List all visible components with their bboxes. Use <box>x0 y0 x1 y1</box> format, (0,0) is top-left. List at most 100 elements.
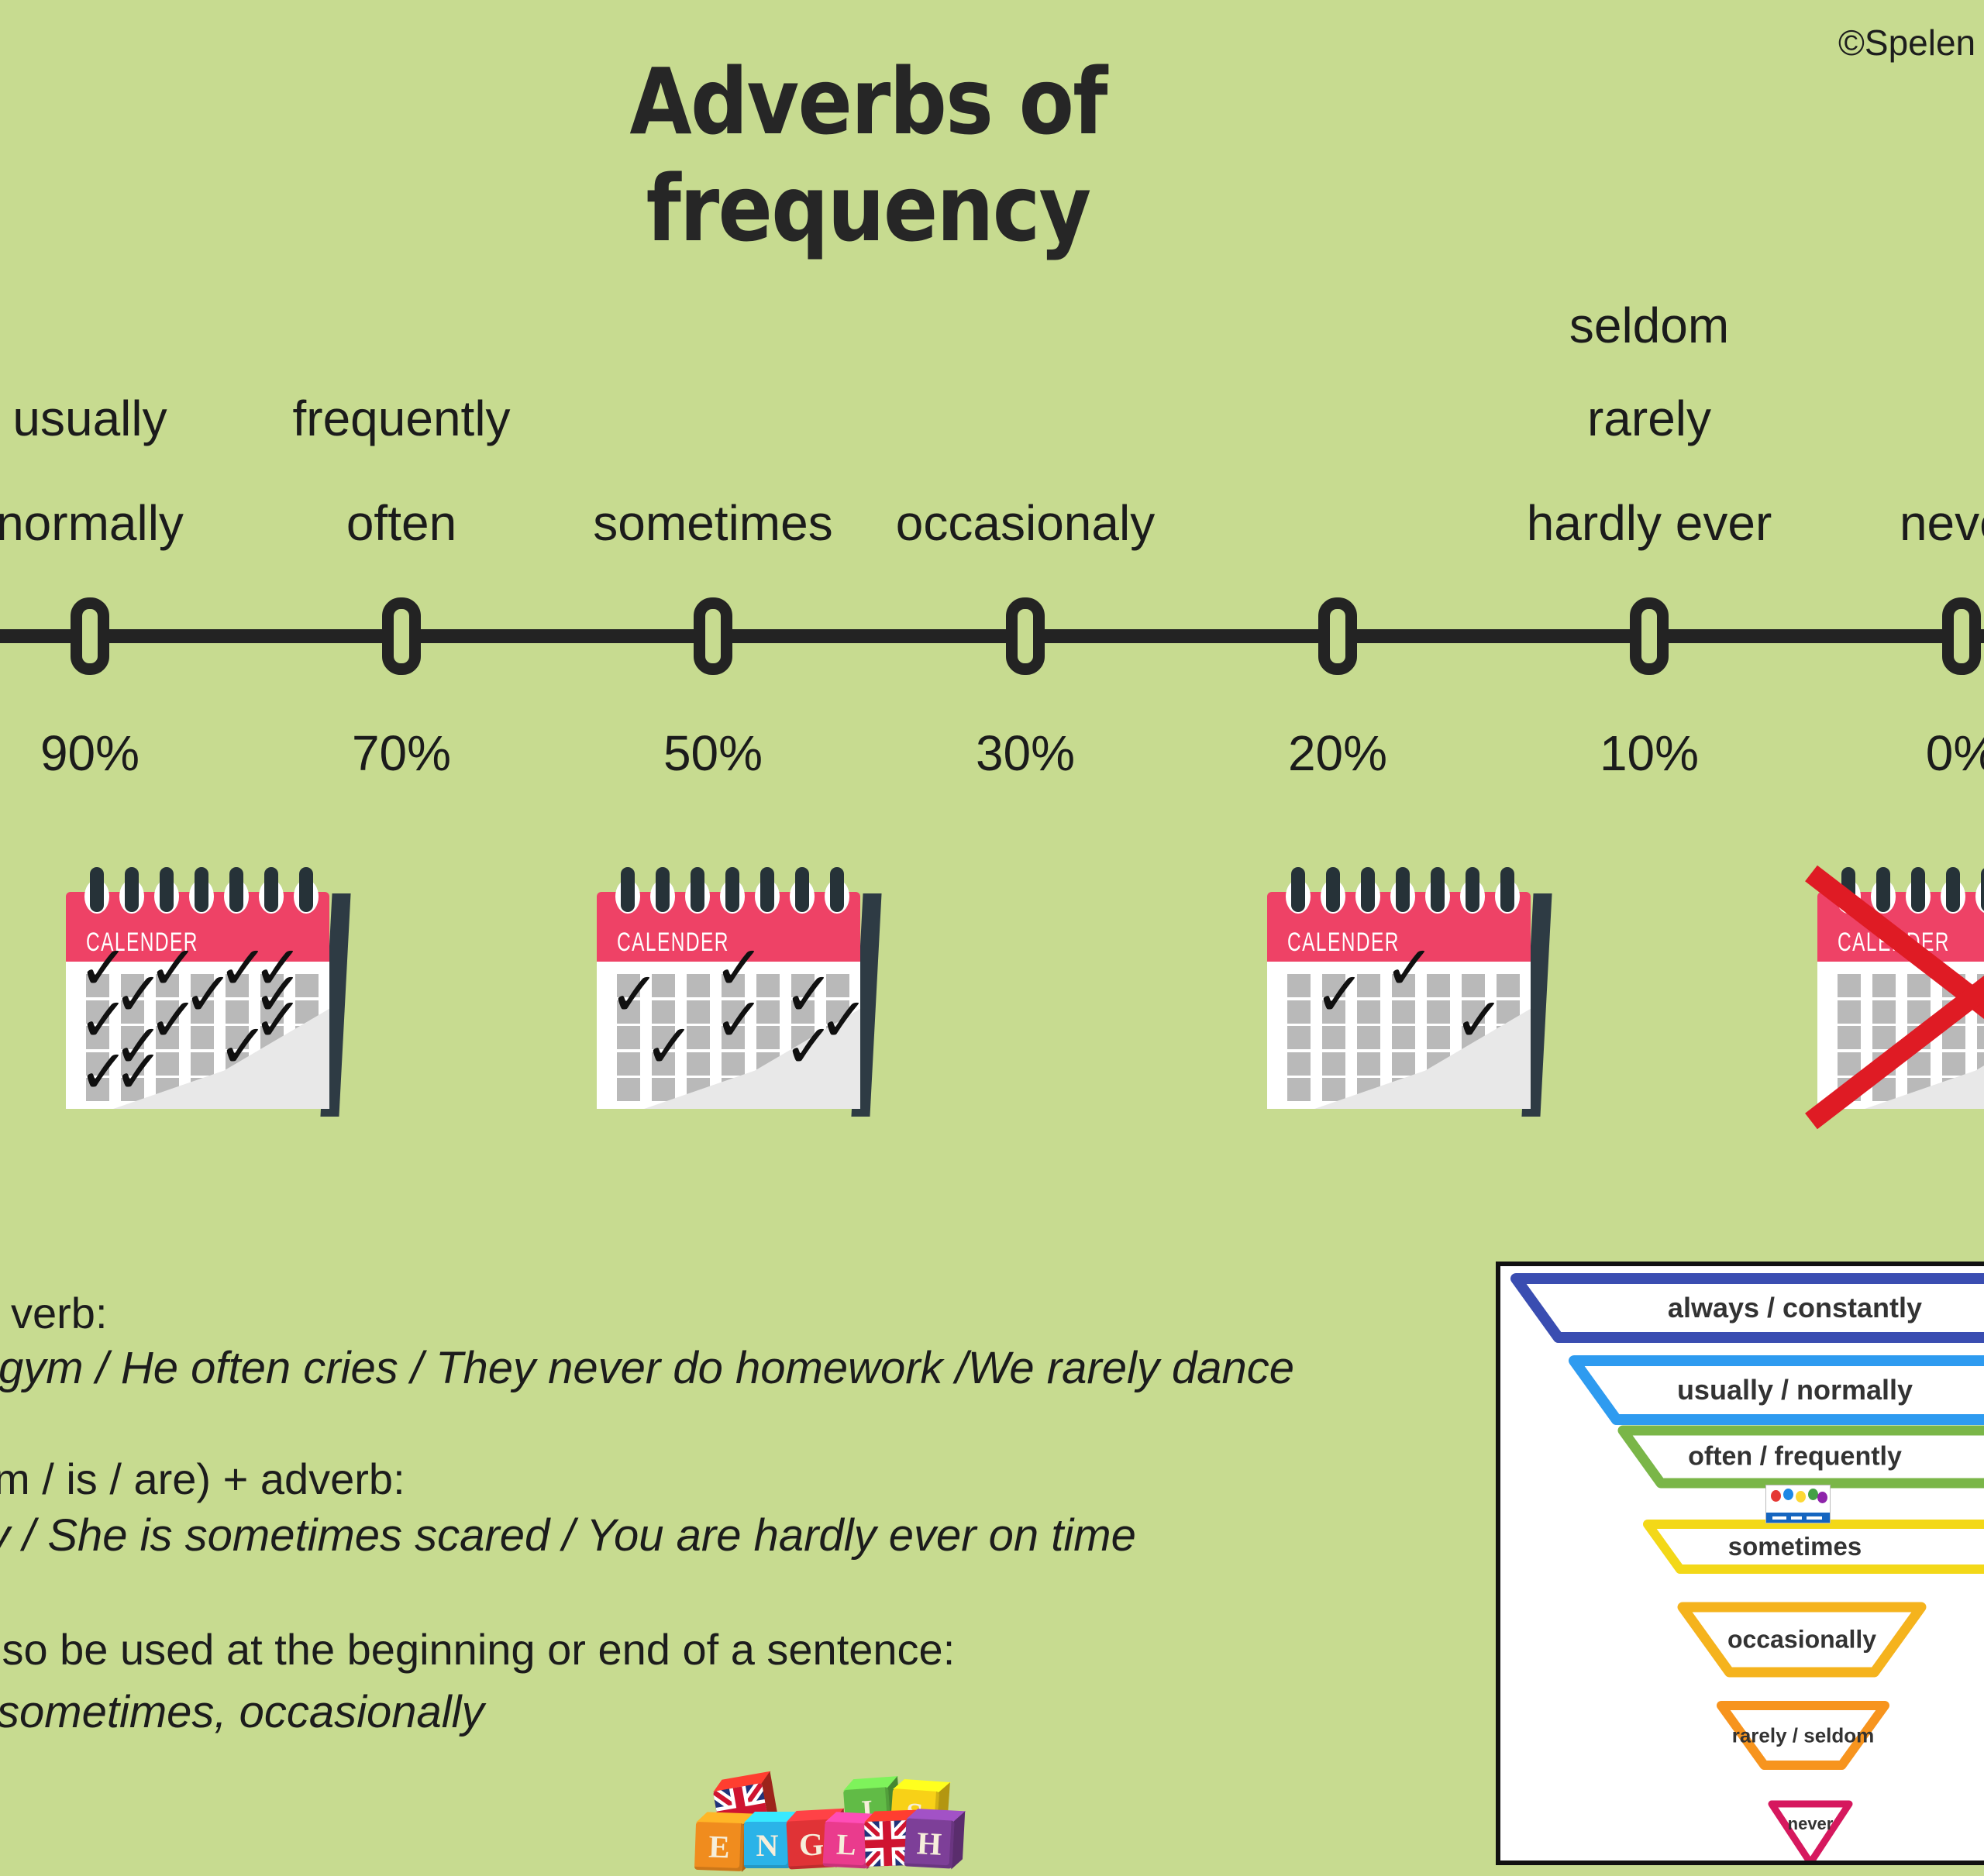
calendar-day-cell <box>1287 974 1311 997</box>
calendar-day-cell <box>1357 974 1380 997</box>
checkmark-icon: ✓ <box>1384 934 1435 1003</box>
checkmark-icon: ✓ <box>1314 959 1366 1030</box>
calendar-day-cell <box>617 974 640 997</box>
calendar-icon: CALENDER✓✓✓✓✓✓✓✓✓✓✓✓✓✓ <box>66 867 351 1118</box>
calendar-day-cell <box>687 1026 710 1049</box>
calendar-day-cell <box>260 974 284 997</box>
pyramid-level-shape <box>1717 1701 1889 1770</box>
calendar-day-cell <box>156 1052 179 1076</box>
checkmark-icon: ✓ <box>113 1011 164 1082</box>
red-cross-icon <box>1805 865 1984 1130</box>
pyramid-level-label: usually / normally <box>1676 1374 1913 1406</box>
calendar-day-cell <box>1322 1078 1345 1101</box>
calendar-day-cell <box>1462 1000 1485 1024</box>
calendar-ring-peg <box>760 867 774 912</box>
calendar-ring-peg <box>1396 867 1410 912</box>
checkmark-icon: ✓ <box>218 1011 269 1082</box>
calendar-day-cell <box>86 1052 109 1076</box>
calendar-day-cell <box>121 1000 144 1024</box>
calendar-day-cell <box>1427 974 1450 997</box>
calendar-day-cell <box>226 1000 249 1024</box>
calendar-ring-peg <box>1911 867 1925 912</box>
timeline-adverb-label: often <box>346 495 457 551</box>
calendar-day-cell <box>756 974 780 997</box>
timeline-axis <box>0 629 1984 643</box>
note-line: m / is / are) + adverb: <box>0 1454 405 1503</box>
timeline-adverb-label: frequently <box>292 391 511 446</box>
checkmark-icon: ✓ <box>714 934 765 1003</box>
letter-block-icon: E <box>694 1812 756 1873</box>
timeline-node <box>1318 597 1357 675</box>
checkmark-icon: ✓ <box>113 1038 164 1107</box>
calendar-day-cell <box>1462 974 1485 997</box>
timeline-node <box>1630 597 1669 675</box>
timeline-percent-label: 70% <box>351 725 452 781</box>
calendar-ring-peg <box>1946 867 1960 912</box>
note-line: verb: <box>11 1289 108 1337</box>
calendar-day-cell <box>652 974 675 997</box>
calendar-icon: CALENDER✓✓✓ <box>1267 867 1552 1118</box>
timeline-node <box>1942 597 1981 675</box>
calendar-day-cell <box>1872 1000 1896 1024</box>
uk-flag-block-icon <box>864 1809 921 1867</box>
calendar-header-label: CALENDER <box>1287 928 1400 957</box>
timeline-adverb-label: normally <box>0 495 184 551</box>
pyramid-level-shape <box>1569 1355 1984 1425</box>
calendar-page <box>66 962 329 1109</box>
calendar-day-cell <box>652 1052 675 1076</box>
timeline-adverb-label: sometimes <box>593 495 833 551</box>
calendar-day-cell <box>1872 1026 1896 1049</box>
checkmark-icon: ✓ <box>644 1011 695 1082</box>
calendar-ring-peg <box>1361 867 1375 912</box>
calendar-day-cell <box>687 1000 710 1024</box>
calendar-day-cell <box>1287 1000 1311 1024</box>
calendar-day-cell <box>1287 1026 1311 1049</box>
calendar-day-cell <box>1287 1052 1311 1076</box>
calendar-day-cell <box>791 1000 815 1024</box>
calendar-ring-hole <box>1975 879 1984 914</box>
timeline-adverb-label: usually <box>12 391 167 446</box>
calendar-icon: CALENDER <box>1805 865 1984 1130</box>
calendar-day-cell <box>826 974 849 997</box>
calendar-ring-peg <box>1291 867 1305 912</box>
note-line: gym / He often cries / They never do hom… <box>0 1343 1294 1393</box>
checkmark-icon: ✓ <box>78 986 129 1055</box>
timeline-adverb-label: seldom <box>1569 298 1730 353</box>
calendar-day-cell <box>191 1000 214 1024</box>
calendar-day-cell <box>722 974 745 997</box>
calendar-day-cell <box>226 974 249 997</box>
calendar-day-cell <box>652 1078 675 1101</box>
calendar-icon: CALENDER✓✓✓✓✓✓✓ <box>597 867 882 1118</box>
letter-block-icon: L <box>822 1812 882 1870</box>
calendar-day-cell <box>617 1078 640 1101</box>
checkmark-icon: ✓ <box>253 934 304 1003</box>
checkmark-icon: ✓ <box>78 1038 129 1107</box>
calendar-day-cell <box>121 1052 144 1076</box>
calendar-ring-peg <box>830 867 844 912</box>
calendar-day-cell <box>121 1078 144 1101</box>
pyramid-level-label: always / constantly <box>1667 1292 1923 1324</box>
calendar-header-label: CALENDER <box>86 928 198 957</box>
calendar-day-cell <box>1427 1026 1450 1049</box>
calendar-day-cell <box>617 1026 640 1049</box>
calendar-day-cell <box>1357 1026 1380 1049</box>
calendar-day-cell <box>191 1052 214 1076</box>
calendar-day-cell <box>1392 1026 1415 1049</box>
calendar-ring-peg <box>795 867 809 912</box>
calendar-ring-peg <box>1431 867 1445 912</box>
calendar-ring-peg <box>1981 867 1984 912</box>
calendar-day-cell <box>121 974 144 997</box>
calendar-day-cell <box>86 1026 109 1049</box>
timeline-adverb-label: rarely <box>1586 391 1712 446</box>
calendar-ring-peg <box>125 867 139 912</box>
calendar-day-cell <box>1977 1026 1984 1049</box>
pyramid-level-label: sometimes <box>1727 1532 1862 1561</box>
calendar-page <box>1267 962 1531 1109</box>
pyramid-level-shape <box>1510 1273 1984 1343</box>
checkmark-icon: ✓ <box>714 986 765 1055</box>
page-title: Adverbs of frequency <box>629 48 1107 262</box>
timeline-node <box>694 597 732 675</box>
timeline-percent-label: 20% <box>1287 725 1388 781</box>
pyramid-level-shape <box>1677 1602 1927 1678</box>
